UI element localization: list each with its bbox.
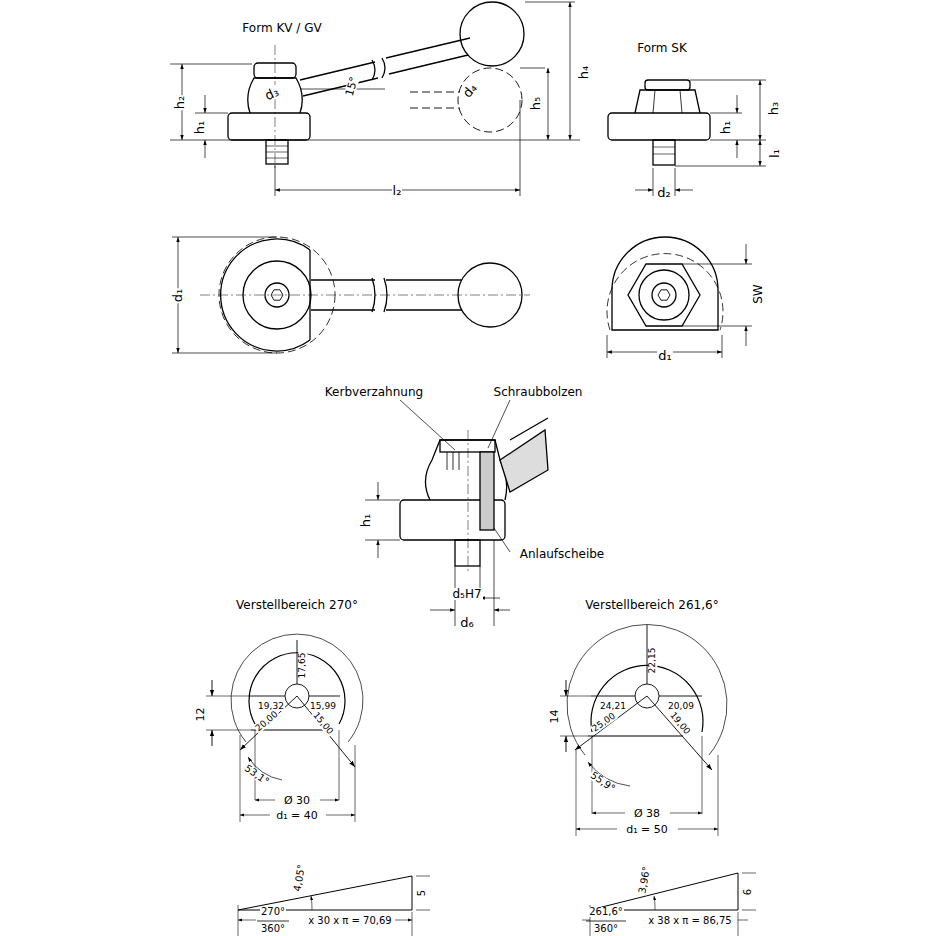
dimension-label: 19,00 [668,709,693,736]
dimension-label: 12 [195,706,206,722]
dimension-label: 15° [344,74,360,98]
sk-top-view [607,237,723,330]
sk-side-view [608,80,710,165]
dimension-label: Anlaufscheibe [519,548,606,560]
dimension-label: d₄ [460,80,480,100]
dimension-label: d₃ [262,84,282,102]
dimension-label: d₁ [657,349,672,362]
dimension-label: Kerbverzahnung [324,386,424,398]
dimension-label: 15,00 [311,709,336,736]
dimension-label: 360° [593,924,619,934]
dimension-label: d₁ = 40 [275,810,319,821]
dimension-label: 360° [260,924,286,934]
dimension-label: 24,21 [599,702,627,711]
dimension-label: Schraubbolzen [493,386,584,398]
dimension-label: h₅ [529,95,542,110]
dimension-label: 25,00 [590,710,618,733]
sk-dimensions [635,80,766,196]
range-270 [206,634,363,822]
dimension-label: SW [752,283,764,304]
dimension-label: 3,96° [638,865,653,896]
dimension-label: 5 [417,889,427,897]
dimension-label: h₃ [767,100,780,115]
kv-dimensions [170,2,580,196]
section-leaders [365,400,510,626]
sk-top-dimensions [607,244,752,358]
dimension-label: d₁ [172,287,185,302]
dimension-label: Verstellbereich 270° [235,599,359,611]
dimension-label: h₁ [193,119,206,134]
dimension-label: h₂ [173,94,186,109]
dimension-label: 15,99 [309,702,337,711]
dimension-label: l₁ [767,148,780,159]
dimension-label: h₁ [719,119,732,134]
dimension-label: Form SK [636,42,688,54]
dimension-label: d₂ [656,186,671,199]
dimension-label: 4,05° [293,863,308,894]
dimension-label: 270° [260,907,286,917]
dimension-label: Ø 30 [283,795,311,806]
dimension-label: l₂ [392,184,403,197]
dimension-label: 19,32 [257,702,285,711]
dimension-label: 14 [549,708,560,724]
dimension-label: 55,9° [588,770,618,795]
dimension-label: Form KV / GV [241,22,322,34]
range-261 [560,624,727,836]
ramps [238,873,756,936]
dimension-label: d₁ = 50 [625,824,669,835]
dimension-label: d₅H7 [451,588,482,600]
dimension-label: 6 [743,888,753,896]
dimension-label: h₁ [359,512,372,527]
dimension-label: x 30 x π = 70,69 [307,916,392,926]
dimension-label: h₄ [577,64,590,79]
dimension-label: x 38 x π = 86,75 [647,916,732,926]
kv-side-view [228,2,524,170]
dimension-label: 261,6° [588,907,624,917]
dimension-label: 17,65 [298,651,307,679]
dimension-label: 20,09 [667,702,695,711]
kv-top-dimensions [172,237,530,353]
dimension-label: Verstellbereich 261,6° [584,599,719,611]
dimension-label: d₆ [459,616,474,629]
dimension-label: 53,1° [242,763,272,788]
dimension-label: Ø 38 [633,808,661,819]
dimension-label: 22,15 [648,646,657,674]
